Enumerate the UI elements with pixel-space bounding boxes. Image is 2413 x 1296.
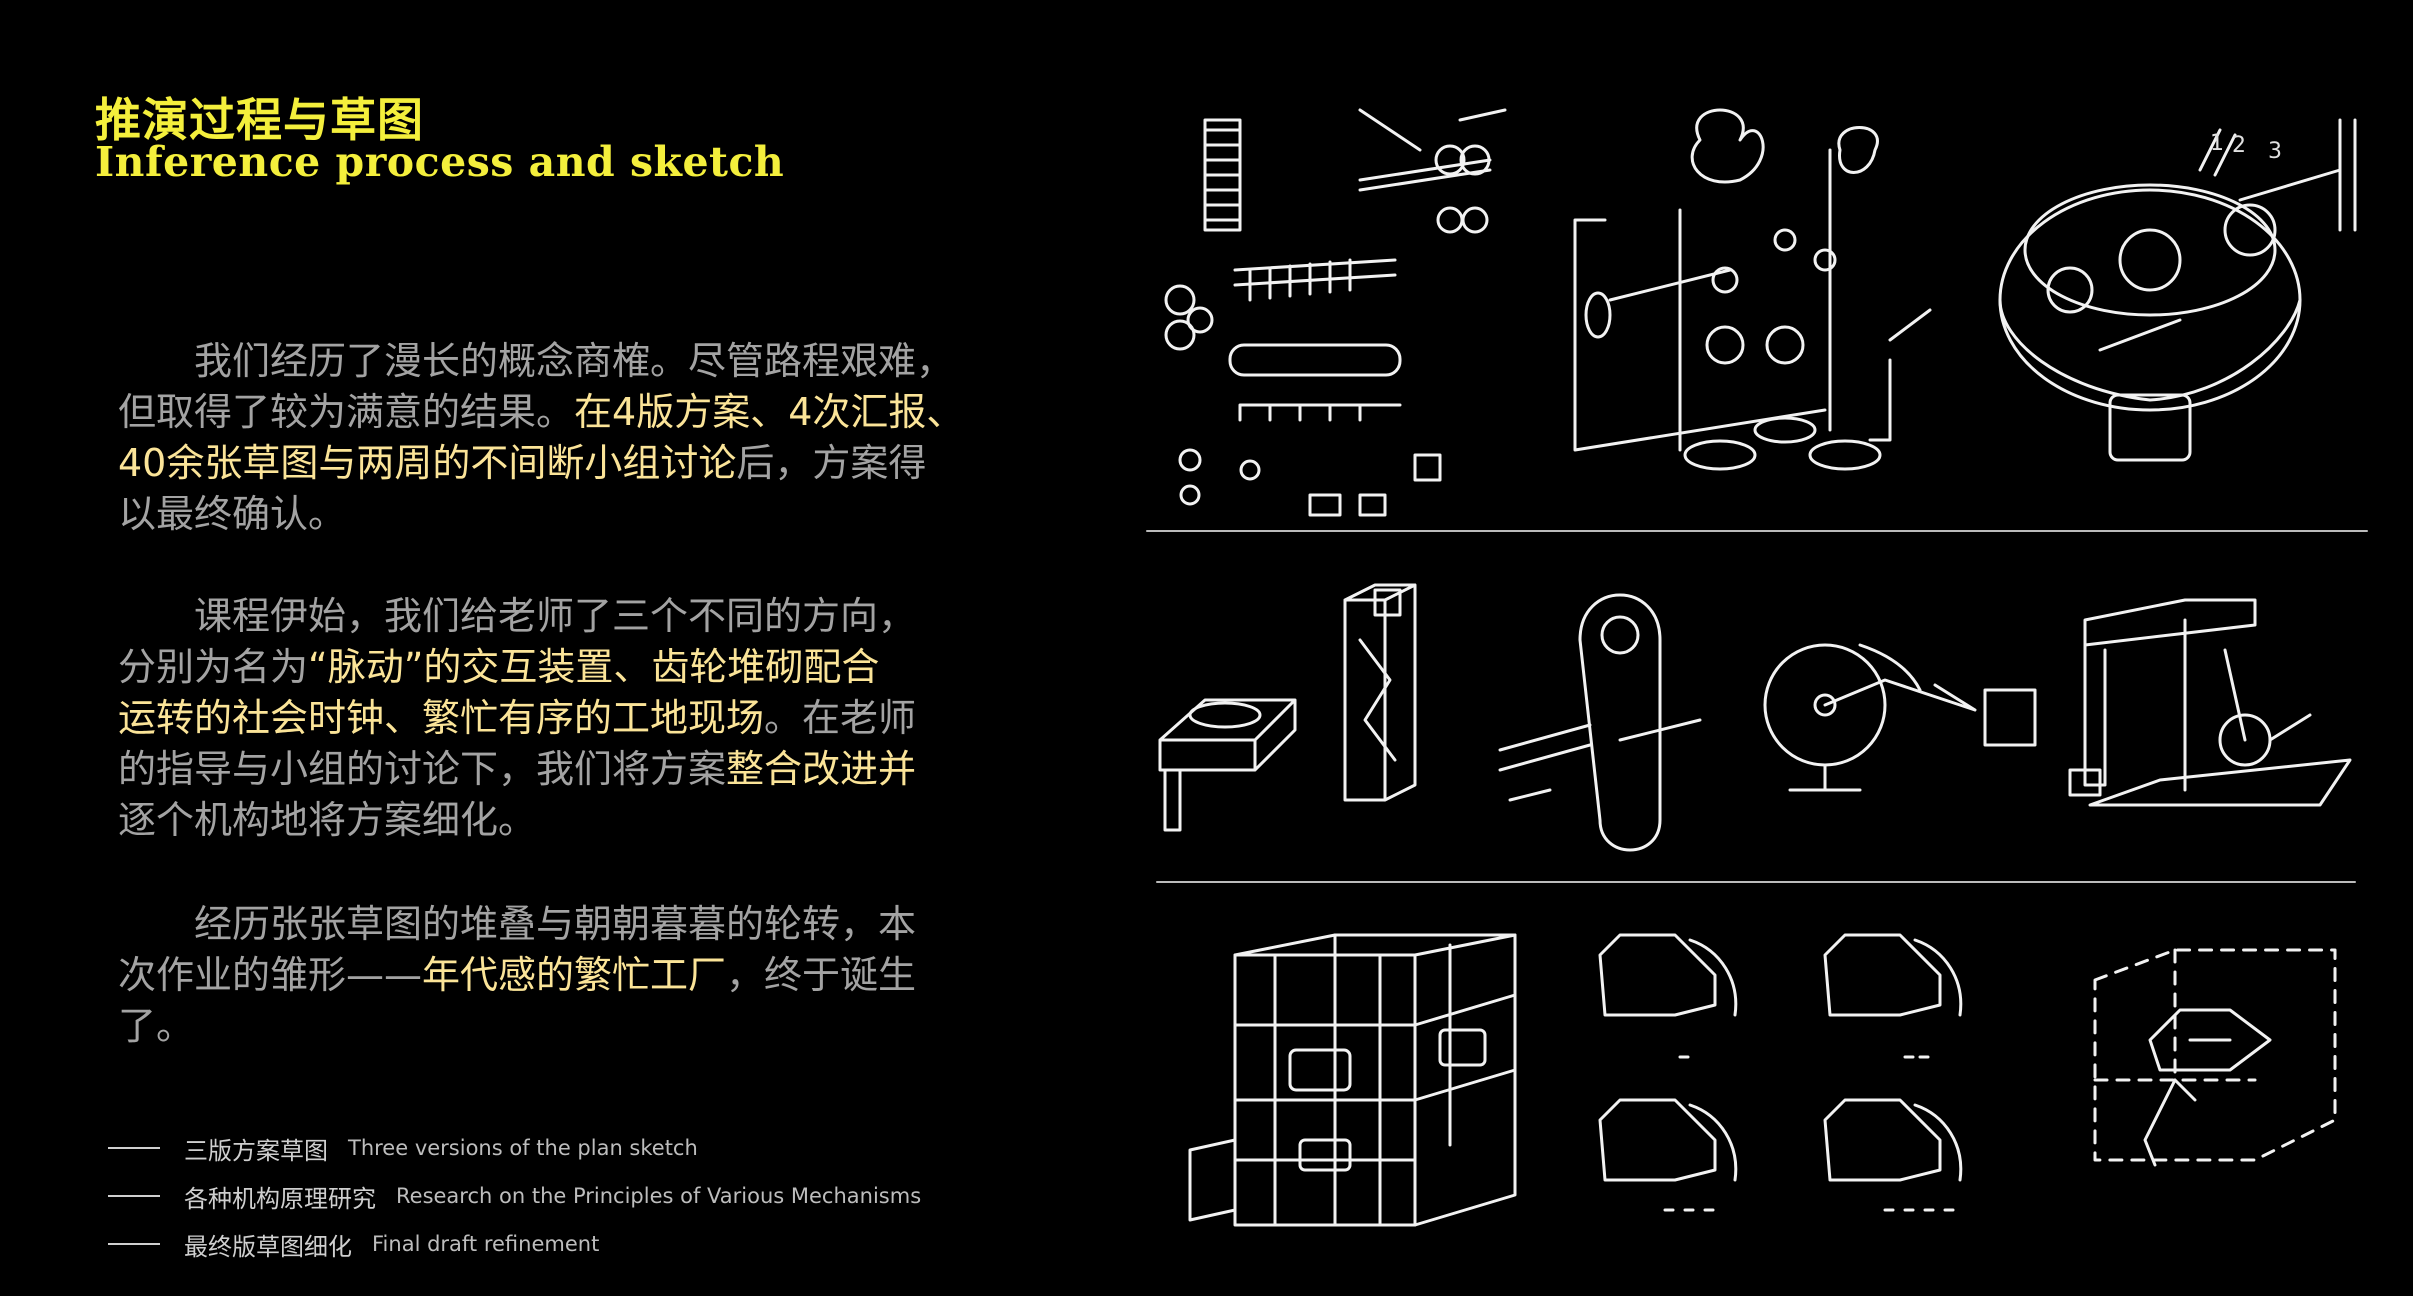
sketch-dashed-module: [2093, 948, 2337, 1167]
body-text: 次作业的雏形——: [118, 953, 423, 997]
highlighted-text: 年代感的繁忙工厂: [422, 953, 727, 997]
dash-divider: [108, 1195, 160, 1197]
paragraph-line: 我们经历了漫长的概念商榷。尽管路程艰难，: [118, 336, 1078, 387]
paragraph-line: 分别为名为“脉动”的交互装置、齿轮堆砌配合: [118, 642, 1078, 693]
paragraph-line: 40余张草图与两周的不间断小组讨论后，方案得: [118, 438, 1078, 489]
body-text: 以最终确认。: [118, 492, 347, 536]
dash-divider: [108, 1243, 160, 1245]
highlighted-text: 在4版方案、4次汇报、: [574, 390, 965, 434]
sketch-conveyor-plan: [1164, 108, 1507, 517]
highlighted-text: 运转的社会时钟、繁忙有序的工地现场: [118, 696, 765, 740]
paragraph-3: 经历张张草图的堆叠与朝朝暮暮的轮转，本次作业的雏形——年代感的繁忙工厂，终于诞生…: [118, 899, 1078, 1052]
page-title-cn: 推演过程与草图: [95, 93, 424, 147]
legend-label-cn: 三版方案草图: [184, 1136, 328, 1165]
paragraph-line: 了。: [118, 1001, 1078, 1052]
body-text: 但取得了较为满意的结果。: [118, 390, 575, 434]
page-title-en: Inference process and sketch: [95, 138, 785, 186]
sketch-mechanism-crank: [1763, 643, 2037, 792]
legend-item-mechanisms: 各种机构原理研究 Research on the Principles of V…: [108, 1176, 921, 1216]
legend-item-final-draft: 最终版草图细化 Final draft refinement: [108, 1224, 599, 1264]
legend-label-cn: 各种机构原理研究: [184, 1184, 376, 1213]
body-text: 。在老师: [764, 696, 917, 740]
sketch-mechanism-pump: [2068, 598, 2352, 807]
paragraph-line: 次作业的雏形——年代感的繁忙工厂，终于诞生: [118, 950, 1078, 1001]
paragraph-1: 我们经历了漫长的概念商榷。尽管路程艰难，但取得了较为满意的结果。在4版方案、4次…: [118, 336, 1078, 540]
legend-label-en: Three versions of the plan sketch: [348, 1136, 698, 1160]
body-text: 逐个机构地将方案细化。: [118, 798, 537, 842]
body-text: 的指导与小组的讨论下，我们将方案: [118, 747, 727, 791]
paragraph-line: 运转的社会时钟、繁忙有序的工地现场。在老师: [118, 693, 1078, 744]
dash-divider: [108, 1147, 160, 1149]
sketch-label-2: 2: [2232, 133, 2246, 158]
body-text: 课程伊始，我们给老师了三个不同的方向，: [118, 594, 917, 638]
highlighted-text: “脉动”的交互装置、齿轮堆砌配合: [308, 645, 880, 689]
paragraph-line: 逐个机构地将方案细化。: [118, 795, 1078, 846]
sketch-label-1: 1: [2210, 131, 2224, 156]
sketch-label-3: 3: [2268, 139, 2282, 164]
body-text: 后，方案得: [736, 441, 927, 485]
body-text: 我们经历了漫长的概念商榷。尽管路程艰难，: [118, 339, 955, 383]
sketch-mechanism-tower: [1343, 583, 1417, 802]
paragraph-line: 以最终确认。: [118, 489, 1078, 540]
highlighted-text: 整合改进并: [726, 747, 917, 791]
body-text: 了。: [118, 1004, 195, 1048]
sketch-factory-grid: [1188, 933, 1517, 1227]
sketch-gear-table: [1998, 118, 2357, 462]
paragraph-2: 课程伊始，我们给老师了三个不同的方向，分别为名为“脉动”的交互装置、齿轮堆砌配合…: [118, 591, 1078, 846]
legend-item-three-versions: 三版方案草图 Three versions of the plan sketch: [108, 1128, 698, 1168]
legend-label-cn: 最终版草图细化: [184, 1232, 352, 1261]
paragraph-line: 但取得了较为满意的结果。在4版方案、4次汇报、: [118, 387, 1078, 438]
sketch-flower-frame: [1573, 108, 1932, 471]
paragraph-line: 的指导与小组的讨论下，我们将方案整合改进并: [118, 744, 1078, 795]
highlighted-text: 40余张草图与两周的不间断小组讨论: [118, 441, 737, 485]
legend-label-en: Research on the Principles of Various Me…: [396, 1184, 922, 1208]
body-text: 分别为名为: [118, 645, 309, 689]
sketch-module-variants: [1598, 933, 1963, 1212]
sketch-mechanism-belt: [1498, 593, 1702, 852]
paragraph-line: 经历张张草图的堆叠与朝朝暮暮的轮转，本: [118, 899, 1078, 950]
sketch-mechanism-box: [1158, 698, 1297, 832]
body-text: 经历张张草图的堆叠与朝朝暮暮的轮转，本: [118, 902, 917, 946]
legend-label-en: Final draft refinement: [372, 1232, 600, 1256]
body-text: ，终于诞生: [726, 953, 917, 997]
paragraph-line: 课程伊始，我们给老师了三个不同的方向，: [118, 591, 1078, 642]
